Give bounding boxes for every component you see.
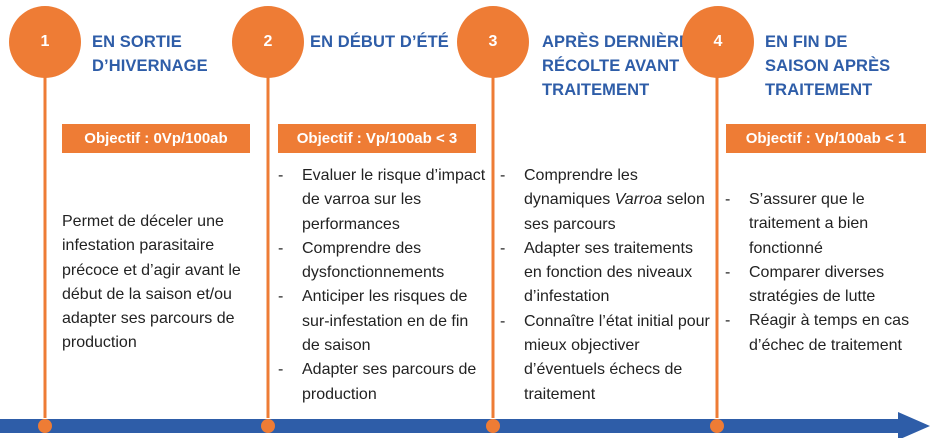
step-2-bullet-list: Evaluer le risque d’impact de varroa sur…	[278, 164, 490, 407]
step-1-title: EN SORTIE D’HIVERNAGE	[92, 30, 208, 78]
step-4-number: 4	[713, 33, 723, 50]
step-2-bullet: Comprendre des dysfonctionnements	[278, 237, 490, 286]
step-3-bullet: Adapter ses traitements en fonction des …	[500, 237, 715, 310]
step-2-description: Evaluer le risque d’impact de varroa sur…	[278, 164, 490, 407]
step-4-objective: Objectif : Vp/100ab < 1	[726, 124, 926, 153]
step-3-bullet-text: selon ses parcours	[524, 191, 705, 233]
step-3-circle: 3	[457, 6, 529, 78]
step-4-description: S’assurer que le traitement a bien fonct…	[725, 188, 930, 358]
connector-line-1	[43, 70, 47, 418]
step-1-number: 1	[40, 33, 50, 50]
step-4-bullet: Réagir à temps en cas d’échec de traitem…	[725, 309, 930, 358]
step-2-objective: Objectif : Vp/100ab < 3	[278, 124, 476, 153]
connector-line-3	[491, 70, 495, 418]
step-4-title-line: SAISON APRÈS	[765, 57, 891, 75]
step-1-objective: Objectif : 0Vp/100ab	[62, 124, 250, 153]
step-3-bullet-text: Adapter ses traitements en fonction des …	[524, 239, 693, 306]
step-3-title: APRÈS DERNIÈRE RÉCOLTE AVANT TRAITEMENT	[542, 30, 690, 102]
step-1-description: Permet de déceler une infestation parasi…	[62, 210, 267, 356]
step-3-description: Comprendre les dynamiques Varroa selon s…	[500, 164, 715, 407]
step-2-number: 2	[263, 33, 273, 50]
connector-line-4	[715, 70, 719, 418]
step-3-title-line: TRAITEMENT	[542, 81, 650, 99]
step-1-circle: 1	[9, 6, 81, 78]
step-3-number: 3	[488, 33, 498, 50]
step-4-title-line: EN FIN DE	[765, 33, 848, 51]
step-4-bullet: S’assurer que le traitement a bien fonct…	[725, 188, 930, 261]
step-4-bullet: Comparer diverses stratégies de lutte	[725, 261, 930, 310]
axis-dot-4	[710, 419, 724, 433]
step-3-title-line: RÉCOLTE AVANT	[542, 57, 680, 75]
step-4-circle: 4	[682, 6, 754, 78]
step-4-title-line: TRAITEMENT	[765, 81, 873, 99]
step-2-bullet: Adapter ses parcours de production	[278, 358, 490, 407]
step-3-bullet-text: Connaître l’état initial pour mieux obje…	[524, 312, 710, 403]
step-1-description-text: Permet de déceler une infestation parasi…	[62, 213, 241, 352]
step-1-title-line: D’HIVERNAGE	[92, 57, 208, 75]
step-3-bullet-list: Comprendre les dynamiques Varroa selon s…	[500, 164, 715, 407]
step-3-bullet-text: Comprendre les dynamiques	[524, 167, 638, 209]
step-2-bullet: Anticiper les risques de sur-infestation…	[278, 285, 490, 358]
step-3-bullet: Comprendre les dynamiques Varroa selon s…	[500, 164, 715, 237]
axis-dot-1	[38, 419, 52, 433]
step-2-bullet: Evaluer le risque d’impact de varroa sur…	[278, 164, 490, 237]
step-4-title: EN FIN DE SAISON APRÈS TRAITEMENT	[765, 30, 890, 102]
step-2-title: EN DÉBUT D’ÉTÉ	[310, 30, 449, 54]
step-1-title-line: EN SORTIE	[92, 33, 182, 51]
step-3-bullet-italic: Varroa	[614, 191, 663, 209]
step-2-circle: 2	[232, 6, 304, 78]
step-4-bullet-list: S’assurer que le traitement a bien fonct…	[725, 188, 930, 358]
connector-line-2	[266, 70, 270, 418]
axis-dot-2	[261, 419, 275, 433]
step-3-bullet: Connaître l’état initial pour mieux obje…	[500, 310, 715, 407]
time-axis-shaft	[0, 419, 905, 433]
axis-dot-3	[486, 419, 500, 433]
step-2-title-line: EN DÉBUT D’ÉTÉ	[310, 33, 449, 51]
time-axis-arrowhead	[898, 412, 930, 438]
step-3-title-line: APRÈS DERNIÈRE	[542, 33, 691, 51]
